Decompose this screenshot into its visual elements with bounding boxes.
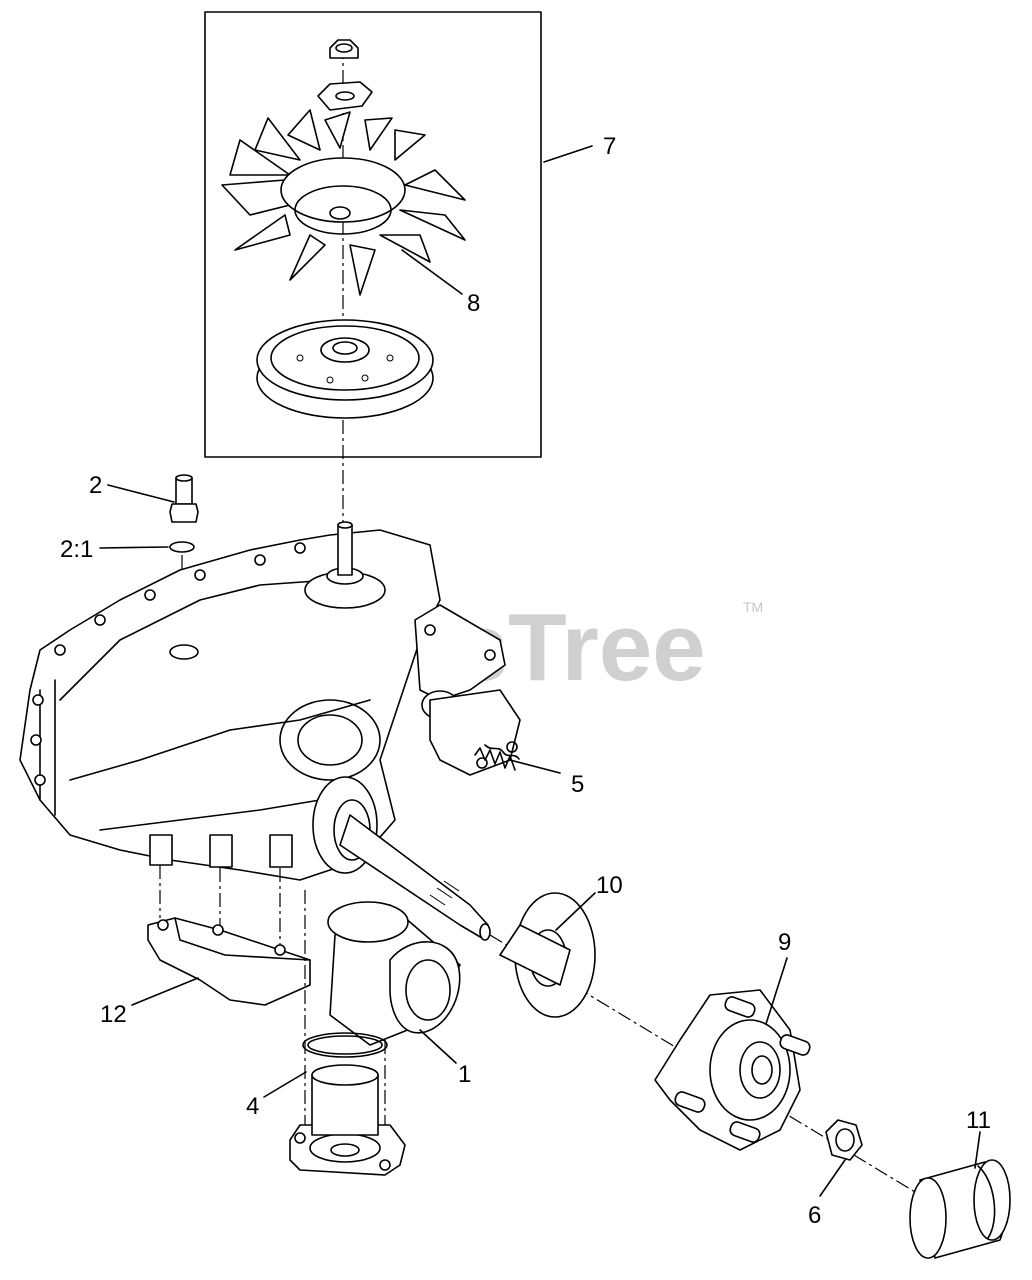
hub-nut-part-6 [825, 1119, 863, 1161]
leader-12 [131, 977, 199, 1006]
callout-1: 1 [458, 1061, 471, 1088]
filter-adapter [289, 1064, 406, 1176]
o-ring-part-2-1 [169, 541, 195, 553]
control-bracket [414, 604, 521, 776]
spacer-part-10 [499, 892, 596, 1018]
callout-2-1: 2:1 [60, 536, 93, 563]
callout-8: 8 [467, 290, 480, 317]
callout-10: 10 [596, 872, 623, 899]
leader-10 [555, 892, 596, 931]
leader-4 [263, 1071, 307, 1098]
callout-6: 6 [808, 1202, 821, 1229]
callout-9: 9 [778, 929, 791, 956]
leader-5 [509, 759, 561, 774]
callout-5: 5 [571, 771, 584, 798]
callout-4: 4 [246, 1093, 259, 1120]
cooling-fan [221, 109, 466, 296]
oil-filter-part-1 [327, 901, 461, 1046]
leader-11 [974, 1131, 981, 1169]
leader-1 [419, 1029, 457, 1064]
axle-shaft [339, 814, 491, 941]
leader-2 [107, 484, 175, 503]
trademark-mark: TM [743, 599, 763, 615]
fitting-part-2 [169, 474, 199, 523]
drive-pulley [256, 319, 434, 419]
callout-7: 7 [603, 133, 616, 160]
leader-7 [543, 145, 593, 163]
fan-nut [329, 39, 359, 59]
bracket-part-12 [147, 917, 311, 1006]
hub-cap-part-11 [909, 1159, 1011, 1259]
callout-2: 2 [89, 472, 102, 499]
wheel-hub-part-9 [654, 989, 811, 1151]
kit-box [204, 11, 542, 458]
spring-part-5 [474, 741, 520, 771]
leader-9 [765, 957, 788, 1025]
transaxle-housing [19, 521, 441, 881]
fan-washer [317, 81, 373, 111]
callout-12: 12 [100, 1001, 127, 1028]
callout-11: 11 [966, 1107, 991, 1134]
leader-6 [819, 1159, 846, 1197]
leader-2-1 [99, 546, 169, 549]
leader-8 [401, 249, 463, 295]
o-ring-part-4 [302, 1032, 388, 1058]
